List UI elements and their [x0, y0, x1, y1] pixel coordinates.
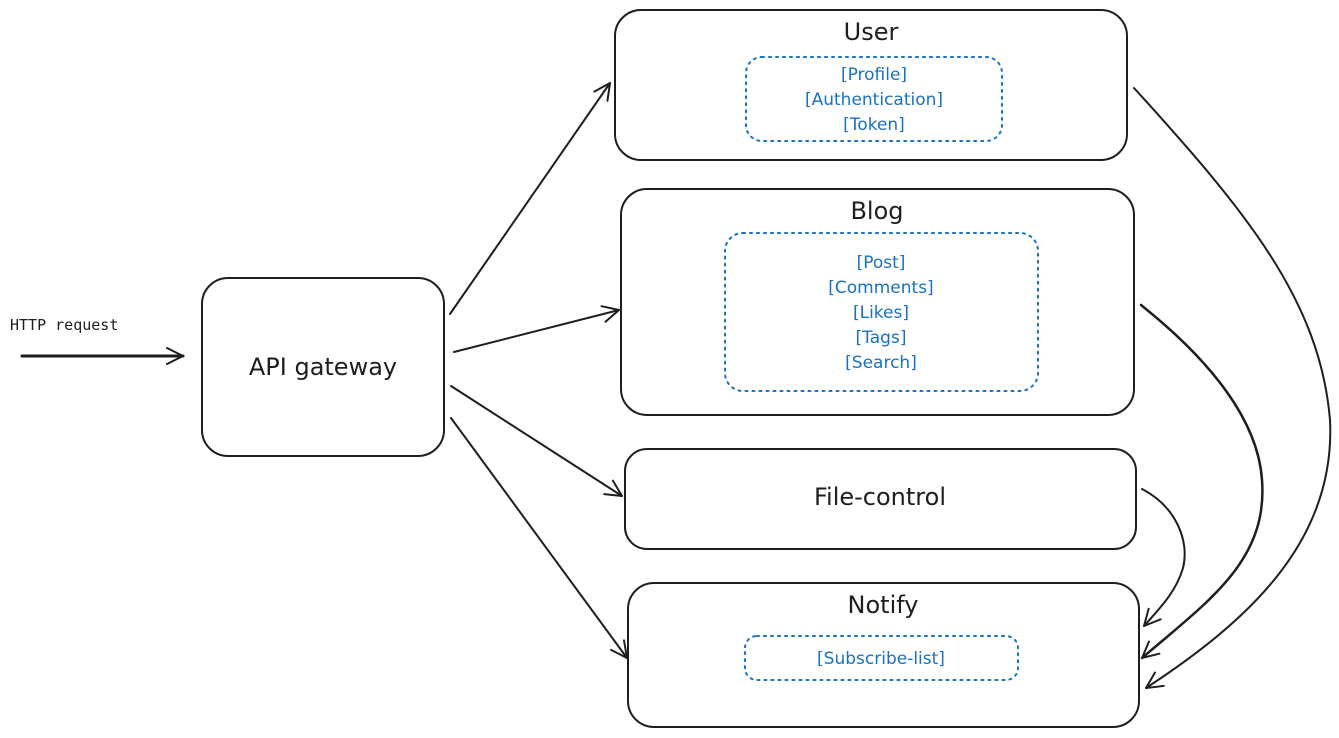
edge-gateway-to-notify	[450, 417, 628, 659]
blog-module-item: [Search]	[845, 353, 917, 373]
blog-module-item: [Comments]	[828, 278, 933, 298]
user-module-item: [Profile]	[841, 65, 907, 85]
blog-modules-group	[724, 232, 1039, 392]
edge-gateway-to-user	[449, 82, 611, 315]
blog-service-title: Blog	[850, 197, 903, 225]
notify-service-node[interactable]: Notify [Subscribe-list]	[627, 582, 1140, 728]
api-gateway-box	[201, 277, 445, 457]
user-module-item: [Token]	[843, 115, 905, 135]
edge-file-control-to-notify	[1141, 488, 1186, 627]
file-control-service-box	[624, 448, 1137, 550]
api-gateway-label: API gateway	[249, 353, 397, 381]
blog-service-node[interactable]: Blog [Post] [Comments] [Likes] [Tags] [S…	[620, 188, 1135, 416]
edge-blog-to-notify	[1139, 303, 1264, 660]
edge-gateway-to-file-control	[450, 385, 623, 497]
blog-module-item: [Likes]	[853, 303, 909, 323]
user-modules-group	[745, 56, 1003, 142]
user-module-item: [Authentication]	[805, 90, 943, 110]
edge-gateway-to-blog	[453, 305, 620, 353]
edge-user-to-notify	[1133, 87, 1332, 689]
blog-module-item: [Post]	[857, 253, 906, 273]
blog-module-item: [Tags]	[856, 328, 907, 348]
user-service-box	[614, 9, 1128, 161]
file-control-service-title: File-control	[814, 483, 946, 511]
notify-module-item: [Subscribe-list]	[817, 649, 945, 669]
http-request-label: HTTP request	[10, 316, 118, 334]
file-control-service-node[interactable]: File-control	[624, 448, 1137, 550]
notify-service-box	[627, 582, 1140, 728]
blog-service-box	[620, 188, 1135, 416]
user-service-node[interactable]: User [Profile] [Authentication] [Token]	[614, 9, 1128, 161]
user-service-title: User	[844, 18, 899, 46]
notify-service-title: Notify	[848, 591, 919, 619]
api-gateway-node[interactable]: API gateway	[201, 277, 445, 457]
